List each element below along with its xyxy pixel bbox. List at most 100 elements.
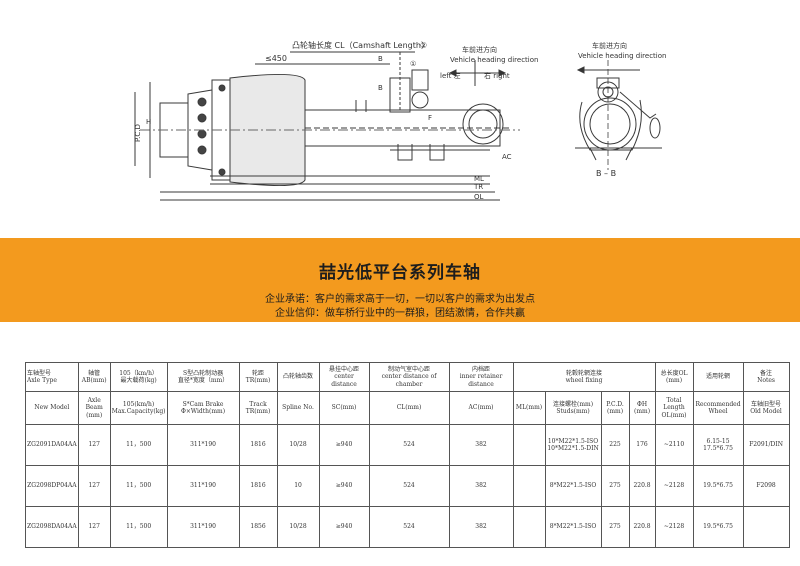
cell-ml xyxy=(512,506,546,548)
cell-recommended-wheel: 19.5*6.75 xyxy=(692,506,744,548)
section-cam-circle xyxy=(597,81,619,103)
header-cam-brake-size: S*Cam Brake Φ×Width(mm) xyxy=(166,391,240,425)
header-axle-type: 车轴型号 Axle Type xyxy=(25,362,79,392)
cell-track: 1816 xyxy=(238,465,278,507)
cell-model: ZG2091DA04AA xyxy=(25,424,79,466)
camshaft-circled-mark: ② xyxy=(420,41,427,50)
header-sc: SC(mm) xyxy=(318,391,370,425)
header-spline: 凸轮轴齿数 xyxy=(276,362,320,392)
dimension-tr-label: TR xyxy=(473,183,483,191)
header-recommended-wheel: 适用轮辋 xyxy=(692,362,744,392)
cell-total-length: ~2128 xyxy=(654,465,694,507)
section-beam-circle xyxy=(583,97,637,151)
header-total-length-ol: Total Length OL(mm) xyxy=(654,391,694,425)
heading-direction-en-2: Vehicle heading direction xyxy=(578,52,666,60)
cell-capacity: 11，500 xyxy=(109,465,168,507)
cell-spline: 10/28 xyxy=(276,424,320,466)
cell-capacity: 11，500 xyxy=(109,506,168,548)
heading-direction-cn-2: 车前进方向 xyxy=(592,41,627,50)
cell-sc: ≥940 xyxy=(318,506,370,548)
header-inner-retainer: 内档距 inner retainer distance xyxy=(448,362,514,392)
slack-adjuster xyxy=(411,91,429,109)
dimension-h-label: H xyxy=(146,118,151,126)
header-brake: S型凸轮制动器 直径*宽度（mm） xyxy=(166,362,240,392)
cell-old-model xyxy=(742,506,790,548)
circled-one-mark: ① xyxy=(410,60,416,68)
cell-spline: 10/28 xyxy=(276,506,320,548)
cell-ac: 382 xyxy=(448,506,514,548)
company-banner: 喆光低平台系列车轴 企业承诺：客户的需求高于一切，一切以客户的需求为出发点 企业… xyxy=(0,238,800,322)
cell-model: ZG2098DA04AA xyxy=(25,506,79,548)
cell-ml xyxy=(512,465,546,507)
cell-beam: 127 xyxy=(77,424,111,466)
cell-sc: ≥940 xyxy=(318,424,370,466)
camshaft-length-label: 凸轮轴长度 CL（Camshaft Length） xyxy=(292,40,429,50)
cell-track: 1816 xyxy=(238,424,278,466)
dimension-ac-label: AC xyxy=(502,153,512,161)
heading-direction-en-1: Vehicle heading direction xyxy=(450,56,538,64)
company-belief: 企业信仰：做车桥行业中的一群狼，团结激情，合作共赢 xyxy=(275,308,525,319)
cell-phi-h: 220.8 xyxy=(628,506,656,548)
cell-recommended-wheel: 19.5*6.75 xyxy=(692,465,744,507)
cell-ac: 382 xyxy=(448,424,514,466)
table-header-row-2: New Model Axle Beam (mm) 105(km/h) Max.C… xyxy=(25,391,790,425)
section-b-top-label: B xyxy=(378,55,383,63)
cell-spline: 10 xyxy=(276,465,320,507)
table-row: ZG2091DA04AA 127 11，500 311*190 1816 10/… xyxy=(25,424,790,466)
dimension-ol-label: OL xyxy=(474,193,484,201)
cell-old-model: F2091/DIN xyxy=(742,424,790,466)
table-row: ZG2098DA04AA 127 11，500 311*190 1856 10/… xyxy=(25,506,790,548)
cell-studs: 10*M22*1.5-ISO 10*M22*1.5-DIN xyxy=(544,424,602,466)
cell-model: ZG2098DP04AA xyxy=(25,465,79,507)
dimension-pcd-label: P.C.D xyxy=(134,124,142,142)
cell-pcd: 225 xyxy=(600,424,630,466)
section-b-bottom-label: B xyxy=(378,84,383,92)
header-chamber-center: 制动气室中心距 center distance of chamber xyxy=(368,362,450,392)
cell-pcd: 275 xyxy=(600,465,630,507)
header-spring-center: 悬挂中心距 center distance xyxy=(318,362,370,392)
cell-brake: 311*190 xyxy=(166,506,240,548)
dimension-ml-label: ML xyxy=(474,175,484,183)
cell-beam: 127 xyxy=(77,506,111,548)
company-promise: 企业承诺：客户的需求高于一切，一切以客户的需求为出发点 xyxy=(265,294,535,305)
header-studs: 连接螺栓(mm) Studs(mm) xyxy=(544,391,602,425)
cell-total-length: ~2128 xyxy=(654,506,694,548)
header-beam: 轴管 AB(mm) xyxy=(77,362,111,392)
header-max-capacity: 105(km/h) Max.Capacity(kg) xyxy=(109,391,168,425)
cell-beam: 127 xyxy=(77,465,111,507)
cell-phi-h: 176 xyxy=(628,424,656,466)
header-wheel-fixing: 轮毂轮辋连接 wheel fixing xyxy=(512,362,656,392)
header-old-model: 车轴旧型号 Old Model xyxy=(742,391,790,425)
axle-technical-drawing: 凸轮轴长度 CL（Camshaft Length） ② ≤450 B B ① 车… xyxy=(134,40,666,201)
section-view-label: B – B xyxy=(596,169,616,178)
table-row: ZG2098DP04AA 127 11，500 311*190 1816 10 … xyxy=(25,465,790,507)
right-direction-label: 右 right xyxy=(484,71,510,80)
header-recommended-wheel-en: Recommended Wheel xyxy=(692,391,744,425)
cell-brake: 311*190 xyxy=(166,424,240,466)
header-spline-no: Spline No. xyxy=(276,391,320,425)
dimension-450-label: ≤450 xyxy=(265,54,287,63)
cell-sc: ≥940 xyxy=(318,465,370,507)
cell-studs: 8*M22*1.5-ISO xyxy=(544,465,602,507)
cell-cl: 524 xyxy=(368,506,450,548)
header-track: 轮距 TR(mm) xyxy=(238,362,278,392)
cell-cl: 524 xyxy=(368,465,450,507)
left-direction-label: left 左 xyxy=(440,71,461,80)
header-speed-capacity: 105（km/h） 最大载荷(kg) xyxy=(109,362,168,392)
heading-direction-cn-1: 车前进方向 xyxy=(462,45,497,54)
header-axle-beam-mm: Axle Beam (mm) xyxy=(77,391,111,425)
axle-spec-table: 车轴型号 Axle Type 轴管 AB(mm) 105（km/h） 最大载荷(… xyxy=(25,362,790,548)
header-ml: ML(mm) xyxy=(512,391,546,425)
cell-phi-h: 220.8 xyxy=(628,465,656,507)
cell-ml xyxy=(512,424,546,466)
cell-studs: 8*M22*1.5-ISO xyxy=(544,506,602,548)
cell-old-model: F2098 xyxy=(742,465,790,507)
header-new-model: New Model xyxy=(25,391,79,425)
cell-brake: 311*190 xyxy=(166,465,240,507)
header-total-length: 总长度OL (mm) xyxy=(654,362,694,392)
label-f: F xyxy=(428,114,432,122)
cell-track: 1856 xyxy=(238,506,278,548)
cell-total-length: ~2110 xyxy=(654,424,694,466)
beam-section-circle xyxy=(462,103,504,145)
cell-recommended-wheel: 6.15-15 17.5*6.75 xyxy=(692,424,744,466)
